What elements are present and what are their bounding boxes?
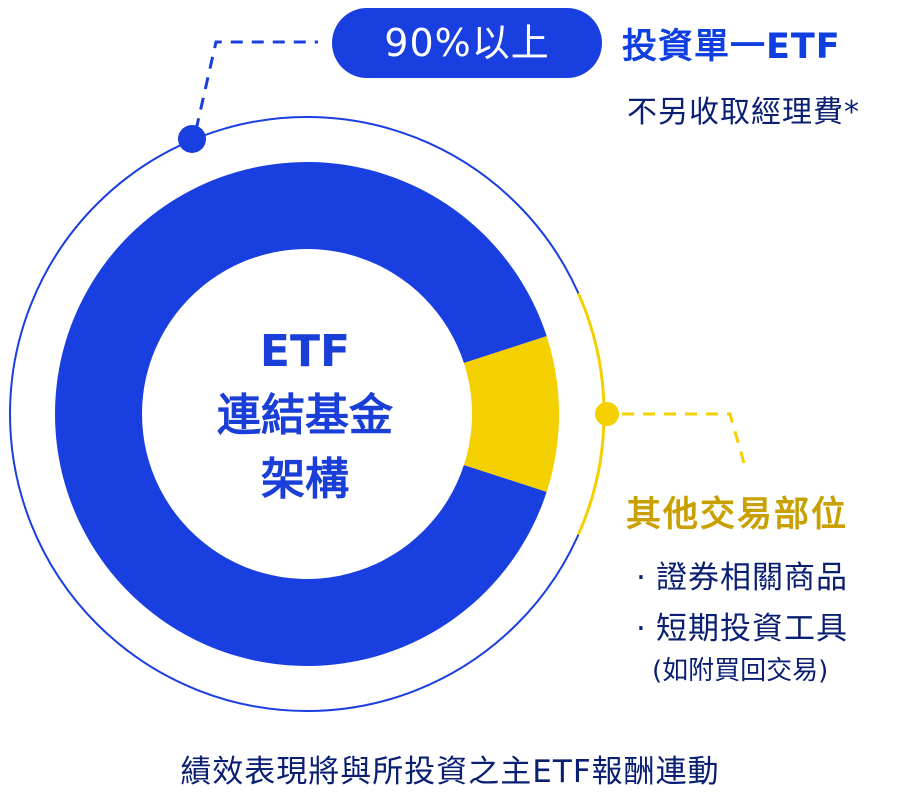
main-etf-badge [332,8,602,78]
center-label: ETF 連結基金 架構 [180,320,430,512]
donut-chart [55,162,559,667]
other-positions-connector-dot [595,402,619,426]
main-etf-subtitle: 不另收取經理費* [627,95,860,130]
main-etf-badge-text: 90%以上 [384,21,550,65]
other-positions-connector-line [622,412,748,471]
other-positions-item-label: 證券相關商品 [656,560,848,596]
other-positions-title: 其他交易部位 [626,495,849,535]
main-etf-connector-line [194,40,318,131]
footer-note: 績效表現將與所投資之主ETF報酬連動 [180,754,720,790]
bullet-icon: · [636,560,647,596]
bullet-icon: · [636,611,647,647]
other-positions-item: ·短期投資工具 [636,603,848,648]
center-label-line3: 架構 [261,454,349,505]
other-positions-item-label: 短期投資工具 [656,611,848,647]
main-etf-connector-dot [178,125,206,153]
donut-segment-main-etf [55,162,547,667]
center-label-line1: ETF [259,326,351,377]
center-label-line2: 連結基金 [217,390,393,441]
other-positions-note: (如附買回交易) [652,656,829,686]
donut-segment-other-positions [463,336,559,492]
other-positions-item: ·證券相關商品 [636,552,848,597]
main-etf-title: 投資單一ETF [622,27,841,67]
